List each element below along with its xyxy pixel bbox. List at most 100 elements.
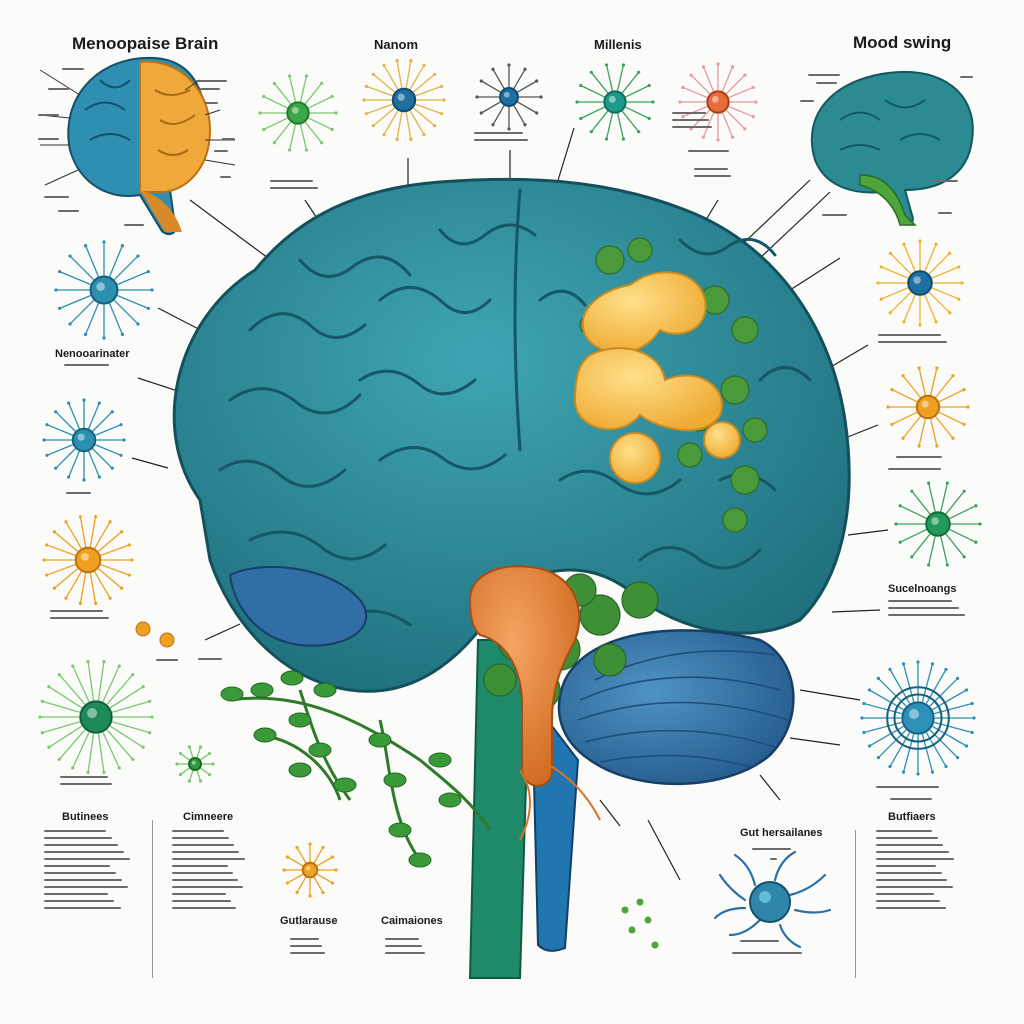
fine-print-line bbox=[888, 600, 953, 602]
frontal-yellow-lobe bbox=[573, 271, 741, 484]
fine-print-line bbox=[172, 830, 224, 832]
fine-print-line bbox=[890, 798, 932, 800]
fine-print-line bbox=[474, 132, 523, 134]
fine-print-line bbox=[44, 830, 106, 832]
fine-print-line bbox=[172, 900, 232, 902]
fine-print-line bbox=[44, 886, 129, 888]
fine-print bbox=[44, 196, 80, 203]
fine-print-line bbox=[878, 341, 948, 343]
fine-print-line bbox=[44, 872, 117, 874]
fine-print-line bbox=[172, 872, 233, 874]
fine-print bbox=[816, 82, 846, 89]
fine-print bbox=[270, 180, 332, 194]
fine-print-line bbox=[198, 658, 222, 660]
label-nanom: Nanom bbox=[374, 37, 419, 52]
fine-print bbox=[930, 180, 970, 187]
fine-print-line bbox=[38, 138, 59, 140]
fine-print bbox=[474, 132, 544, 146]
fine-print-line bbox=[60, 783, 113, 785]
hypothalamus-gland bbox=[468, 565, 581, 787]
label-neurotransmitter: Nenooarinater bbox=[55, 348, 130, 360]
fine-print bbox=[808, 74, 854, 81]
fine-print bbox=[200, 88, 228, 95]
fine-print-line bbox=[816, 82, 837, 84]
fine-print-line bbox=[172, 893, 227, 895]
fine-print-line bbox=[672, 119, 709, 121]
fine-print-line bbox=[876, 851, 949, 853]
fine-print bbox=[64, 364, 128, 371]
neuron-icon bbox=[362, 59, 446, 141]
fine-print-line bbox=[672, 112, 706, 114]
mood-swing-brain-figure bbox=[810, 70, 974, 226]
fine-print bbox=[890, 798, 950, 805]
fine-print-line bbox=[44, 879, 123, 881]
fine-print bbox=[385, 938, 433, 959]
hormone-dots bbox=[135, 621, 659, 949]
fine-print-line bbox=[876, 865, 936, 867]
fine-print-line bbox=[876, 900, 940, 902]
fine-print bbox=[770, 858, 780, 865]
neuron-icon bbox=[42, 398, 126, 482]
fine-print bbox=[222, 138, 240, 145]
fine-print-line bbox=[688, 150, 729, 152]
fine-print bbox=[196, 80, 240, 87]
fine-print bbox=[124, 224, 152, 231]
fine-print-line bbox=[876, 837, 938, 839]
fine-print-line bbox=[44, 900, 115, 902]
fine-print-line bbox=[876, 879, 948, 881]
fine-print-line bbox=[172, 886, 244, 888]
fine-print-line bbox=[876, 858, 955, 860]
fine-print-line bbox=[270, 180, 314, 182]
fine-print-line bbox=[172, 907, 237, 909]
fine-print bbox=[62, 68, 94, 75]
neuron-icon bbox=[886, 366, 970, 448]
neuron-icon bbox=[894, 481, 982, 567]
vine-leaves bbox=[220, 670, 462, 868]
fine-print-line bbox=[876, 830, 932, 832]
fine-print bbox=[58, 210, 88, 217]
fine-print-line bbox=[48, 88, 69, 90]
fine-print-line bbox=[876, 886, 953, 888]
fine-print-line bbox=[752, 848, 792, 850]
fine-print-line bbox=[44, 858, 131, 860]
neuron-icon bbox=[42, 515, 134, 605]
neuron-icon bbox=[475, 63, 543, 131]
neuron-icon bbox=[175, 745, 215, 783]
neuron-icon bbox=[678, 62, 758, 142]
neuron-icon bbox=[258, 74, 338, 152]
neuron-icons bbox=[38, 59, 982, 898]
gut-hormone-molecule-icon bbox=[713, 850, 832, 949]
fine-print bbox=[800, 100, 820, 107]
label-mood-swing: Mood swing bbox=[853, 33, 952, 52]
fine-print bbox=[672, 112, 720, 133]
fine-print-line bbox=[930, 180, 958, 182]
fine-print-line bbox=[222, 138, 235, 140]
fine-print bbox=[66, 492, 102, 499]
fine-print-line bbox=[124, 224, 144, 226]
label-gut-hormones: Gut hersailanes bbox=[740, 827, 823, 839]
fine-print bbox=[740, 940, 796, 947]
main-brain bbox=[172, 177, 851, 979]
nerve-fibers bbox=[519, 759, 601, 841]
neuron-icon bbox=[54, 240, 154, 340]
fine-print-line bbox=[876, 844, 944, 846]
fine-print-line bbox=[204, 102, 218, 104]
fine-print-line bbox=[385, 938, 419, 940]
fine-print bbox=[198, 658, 232, 665]
fine-print-line bbox=[58, 210, 79, 212]
fine-print-line bbox=[808, 74, 841, 76]
main-title: Menoopaise Brain bbox=[72, 34, 219, 53]
vine-branches bbox=[229, 689, 492, 861]
fine-print bbox=[290, 938, 332, 959]
fine-print bbox=[38, 114, 68, 121]
fine-print-line bbox=[876, 786, 939, 788]
fine-print-line bbox=[200, 88, 220, 90]
fine-print-line bbox=[800, 100, 814, 102]
fine-print-line bbox=[172, 879, 238, 881]
neuron-icon bbox=[860, 660, 976, 776]
menopause-brain-figure bbox=[39, 56, 236, 236]
fine-print-line bbox=[66, 492, 92, 494]
fine-print bbox=[204, 102, 224, 109]
fine-print-line bbox=[50, 617, 109, 619]
